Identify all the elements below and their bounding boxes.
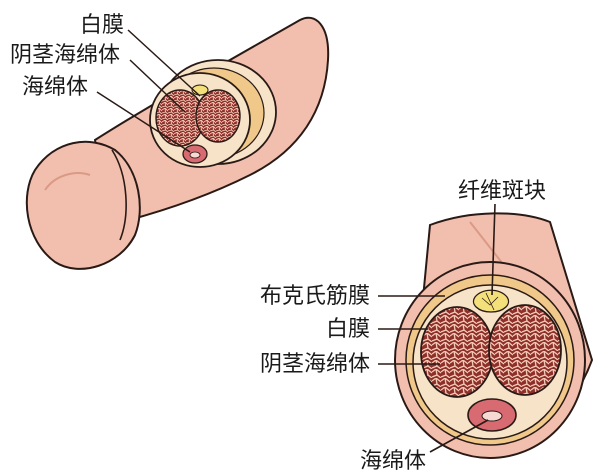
cross-section-illustration bbox=[394, 212, 594, 459]
glans-shading bbox=[44, 172, 91, 191]
label-fibrous-plaque: 纤维斑块 bbox=[458, 179, 546, 204]
top-leader-lines bbox=[96, 29, 201, 153]
label-top-corpus-cavernosum: 阴茎海绵体 bbox=[10, 43, 120, 68]
corpus-cavernosum-left bbox=[420, 306, 494, 398]
corpus-cavernosum-right bbox=[488, 304, 562, 396]
leader-top-tunica bbox=[127, 29, 201, 97]
top-urethra bbox=[189, 151, 201, 159]
label-top-corpus-spongiosum: 海绵体 bbox=[22, 75, 88, 100]
top-corpus-cavernosum-right bbox=[195, 89, 241, 143]
label-top-tunica-albuginea: 白膜 bbox=[80, 13, 124, 38]
urethra bbox=[481, 410, 503, 422]
label-bottom-corpus-cavernosum: 阴茎海绵体 bbox=[260, 352, 370, 377]
leader-top-spongiosum bbox=[96, 91, 191, 153]
glans-corona-line bbox=[111, 149, 127, 241]
leader-top-cavernosum bbox=[129, 59, 186, 113]
label-bucks-fascia: 布克氏筋膜 bbox=[260, 284, 370, 309]
fibrous-plaque-texture bbox=[481, 292, 499, 311]
bottom-leader-lines bbox=[378, 203, 496, 453]
label-bottom-tunica-albuginea: 白膜 bbox=[326, 317, 370, 342]
leader-fibrous-plaque bbox=[491, 203, 496, 296]
label-bottom-corpus-spongiosum: 海绵体 bbox=[360, 449, 426, 474]
fibrous-plaque bbox=[472, 289, 510, 313]
penis-glans bbox=[25, 140, 141, 270]
leader-bottom-spongiosum bbox=[429, 419, 489, 453]
